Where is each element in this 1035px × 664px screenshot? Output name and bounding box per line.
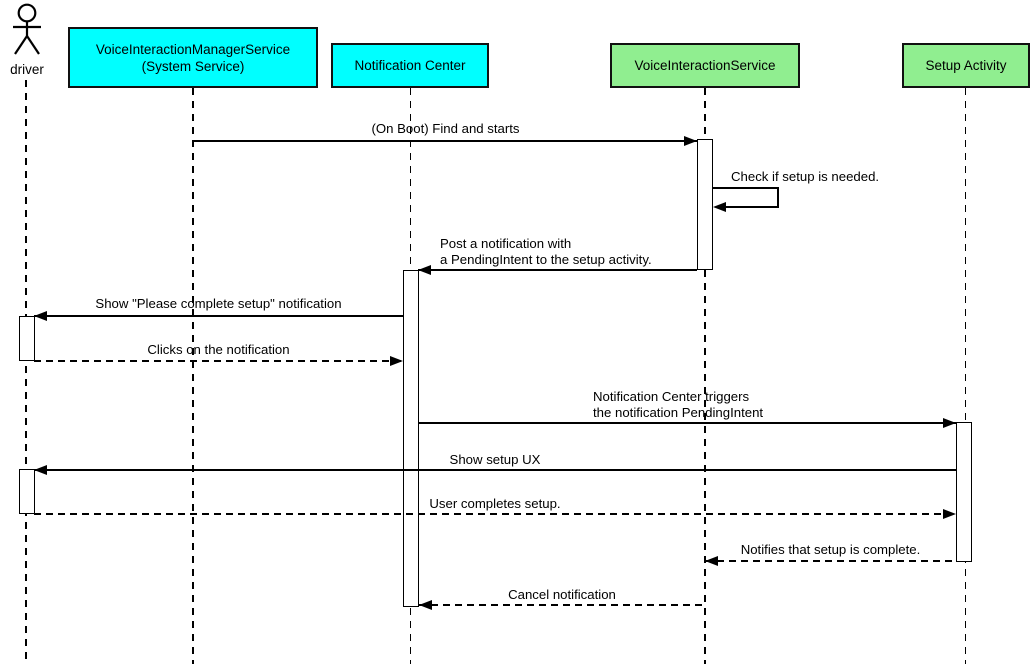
lifeline-voice-interaction-service [704,88,706,664]
activation-bar-driver-2 [19,469,35,514]
message-6-label-line1: Notification Center triggers [593,389,750,404]
actor-label: driver [10,62,44,77]
message-3-arrowhead-icon [418,265,431,275]
message-6-line [419,422,956,424]
message-4-line [34,315,403,317]
message-8-line [34,513,956,515]
message-6-arrowhead-icon [943,418,956,428]
message-6-label: Notification Center triggers the notific… [593,389,763,421]
message-2-label: Check if setup is needed. [731,169,880,184]
message-3-line [418,269,697,271]
message-4-label: Show "Please complete setup" notificatio… [95,296,342,311]
activation-bar-notification-center [403,270,419,607]
lifeline-setup-activity [964,88,967,664]
message-5-line [34,360,403,362]
message-2-line-top [713,187,779,189]
message-3-label: Post a notification with a PendingIntent… [440,236,652,268]
message-10-line [419,604,705,606]
message-1-label: (On Boot) Find and starts [371,121,520,136]
message-7-label: Show setup UX [449,452,541,467]
message-5-label: Clicks on the notification [147,342,290,357]
activation-bar-voice-interaction-service [697,139,713,270]
actor-person-icon [13,3,41,55]
message-1-arrowhead-icon [684,136,697,146]
participant-label-line2: (System Service) [141,58,245,74]
participant-box-voice-interaction-manager-service: VoiceInteractionManagerService (System S… [68,27,318,88]
message-2-arrowhead-icon [713,202,726,212]
participant-label: Notification Center [354,58,466,73]
message-2-line-right [777,187,779,207]
message-4-arrowhead-icon [34,311,47,321]
message-8-label: User completes setup. [429,496,561,511]
message-5-arrowhead-icon [390,356,403,366]
participant-box-notification-center: Notification Center [331,43,489,88]
lifeline-driver [25,80,27,664]
activation-bar-driver-1 [19,316,35,361]
message-9-line [705,560,956,562]
message-9-label: Notifies that setup is complete. [740,542,921,557]
participant-label: Setup Activity [925,58,1007,73]
message-2-line-bottom [724,206,779,208]
actor-driver: driver [0,2,54,82]
message-7-arrowhead-icon [34,465,47,475]
participant-label-line1: VoiceInteractionManagerService [95,41,291,57]
message-3-label-line2: a PendingIntent to the setup activity. [440,252,652,267]
activation-bar-setup-activity [956,422,972,562]
message-3-label-line1: Post a notification with [440,236,572,251]
message-1-line [194,140,697,142]
participant-box-voice-interaction-service: VoiceInteractionService [610,43,800,88]
participant-label: VoiceInteractionService [634,58,776,73]
message-10-label: Cancel notification [508,587,616,602]
lifeline-voice-interaction-manager-service [192,88,194,664]
message-8-arrowhead-icon [943,509,956,519]
message-7-line [34,469,956,471]
message-9-arrowhead-icon [705,556,718,566]
participant-box-setup-activity: Setup Activity [902,43,1030,88]
message-6-label-line2: the notification PendingIntent [593,405,764,420]
message-10-arrowhead-icon [419,600,432,610]
